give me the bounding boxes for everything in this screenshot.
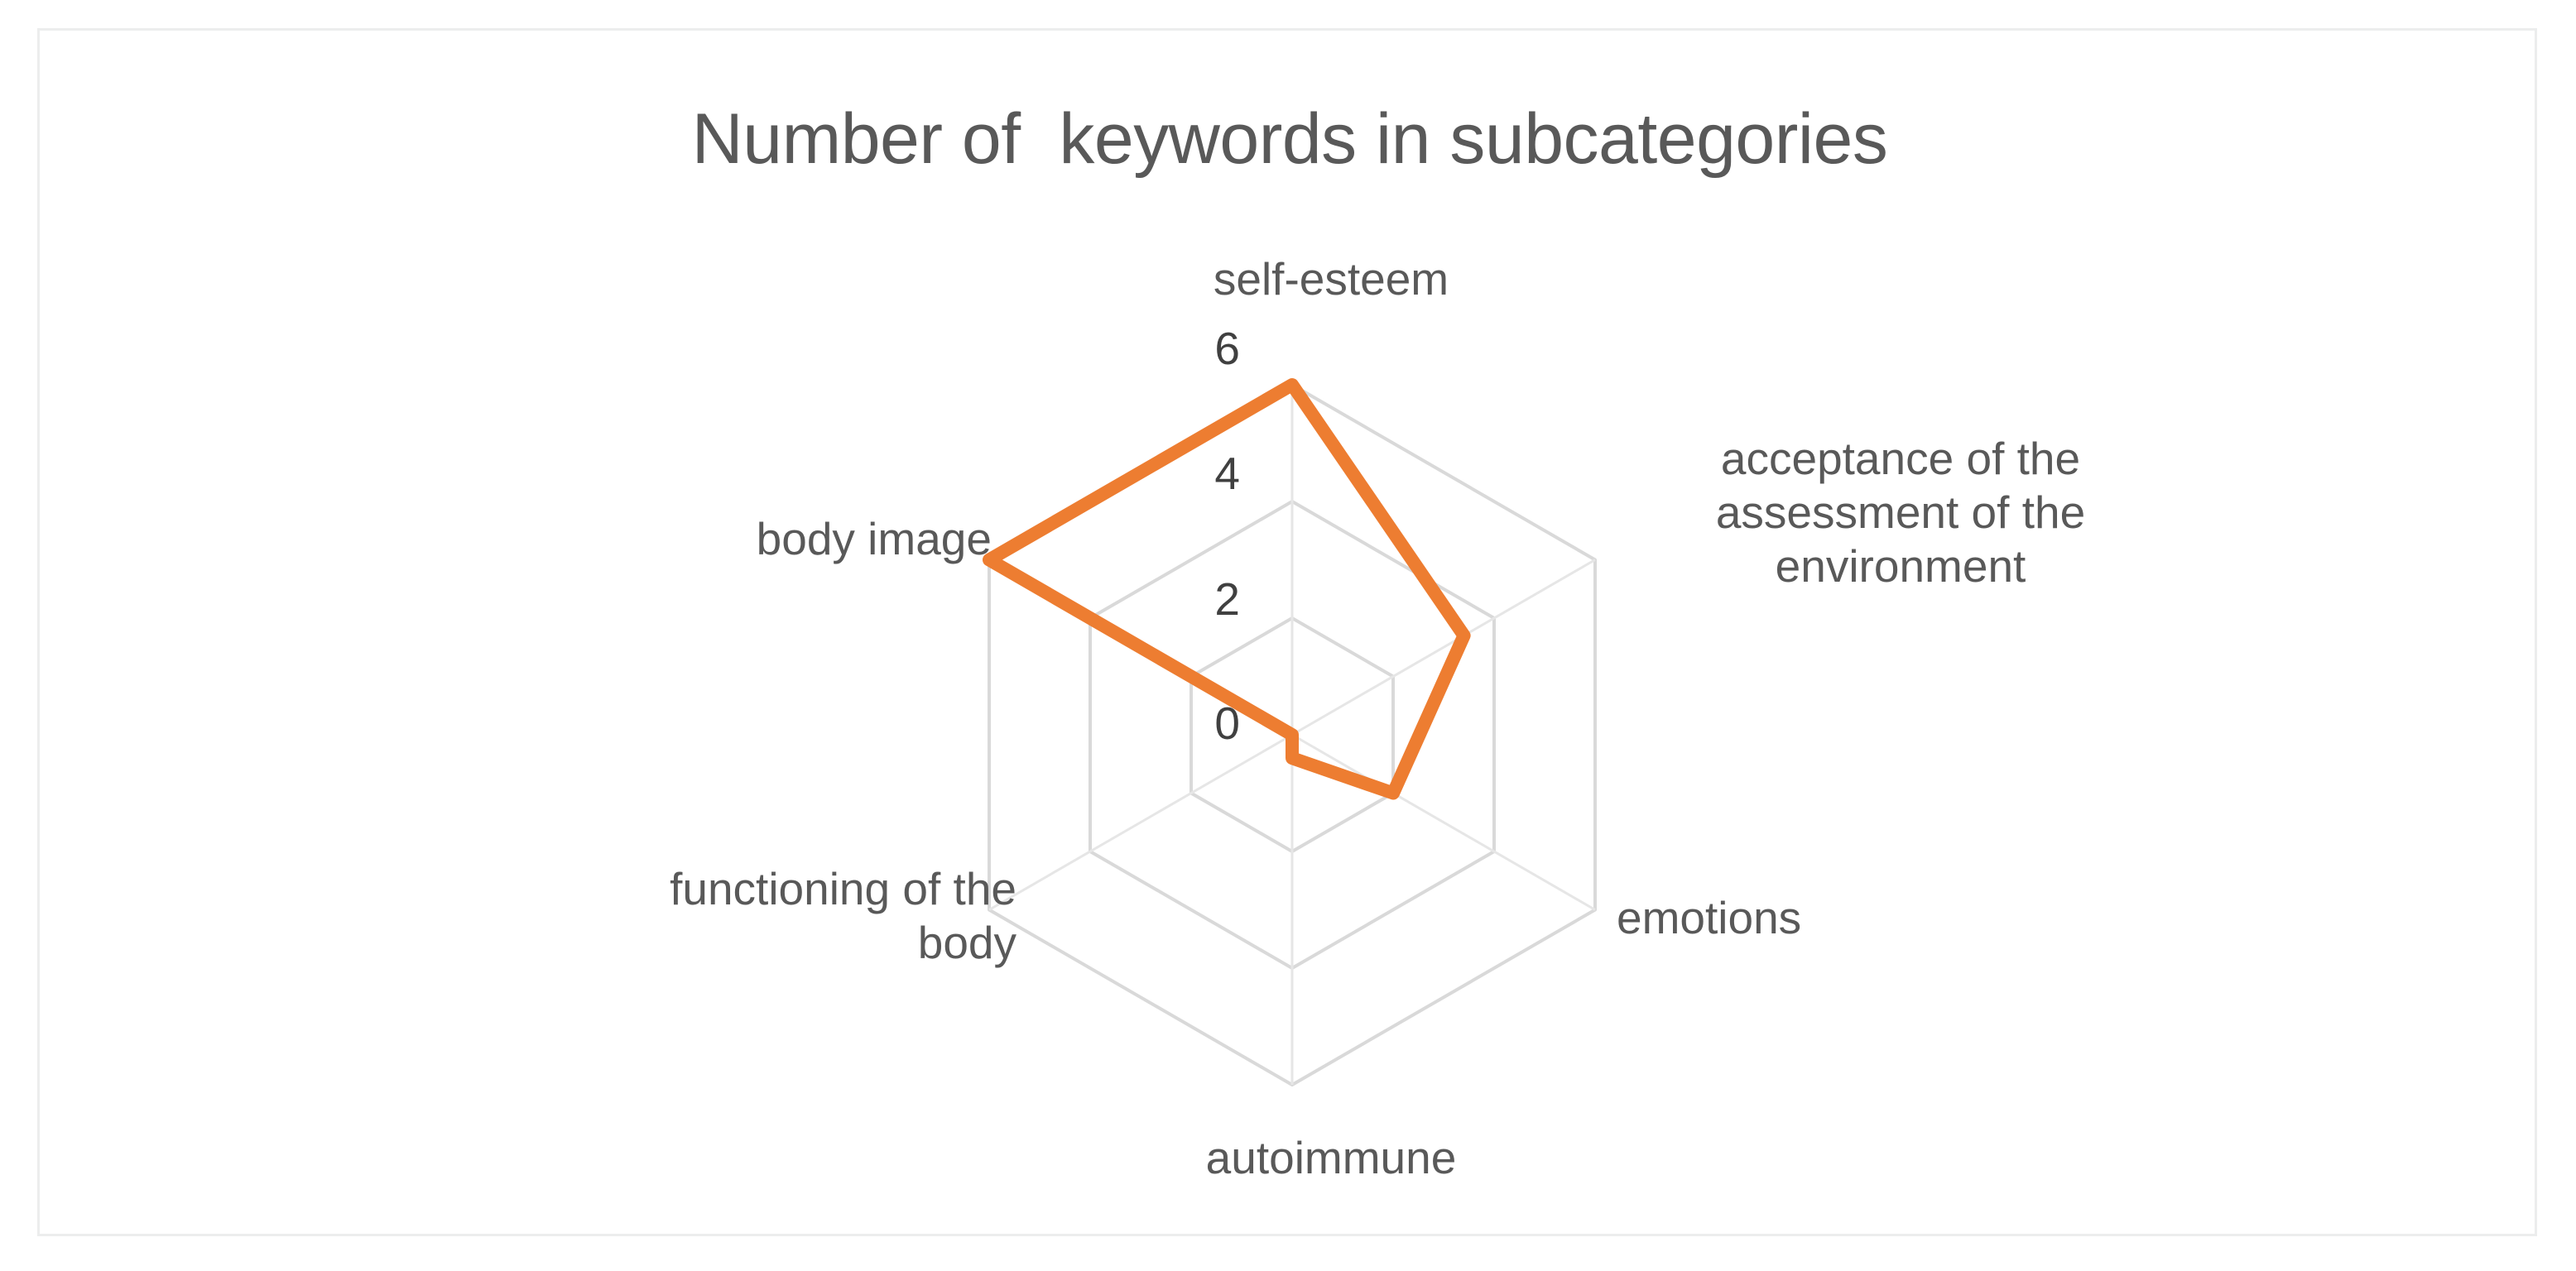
axis-label-autoimmune: autoimmune (1205, 1132, 1457, 1183)
radial-tick-4: 4 (1214, 448, 1240, 499)
axis-label-acceptance-of-the-assessment-of-the-environment: acceptance of the assessment of the envi… (1715, 433, 2086, 592)
radial-tick-6: 6 (1214, 323, 1240, 374)
radial-tick-0: 0 (1214, 698, 1240, 749)
radar-series-polygon (983, 378, 1471, 800)
chart-title: Number of keywords in subcategories (691, 99, 1888, 179)
radial-tick-2: 2 (1214, 573, 1240, 625)
axis-label-functioning-of-the-body: functioning of the body (670, 863, 1016, 968)
radar-plot-area: 0 2 4 6 self-esteem acceptance of the as… (40, 31, 2540, 1239)
axis-label-body-image: body image (756, 513, 992, 564)
chart-frame: Number of keywords in subcategories (37, 28, 2537, 1236)
radar-chart-svg (983, 378, 1597, 1086)
axis-label-self-esteem: self-esteem (1213, 253, 1449, 305)
axis-label-emotions: emotions (1617, 892, 1802, 943)
